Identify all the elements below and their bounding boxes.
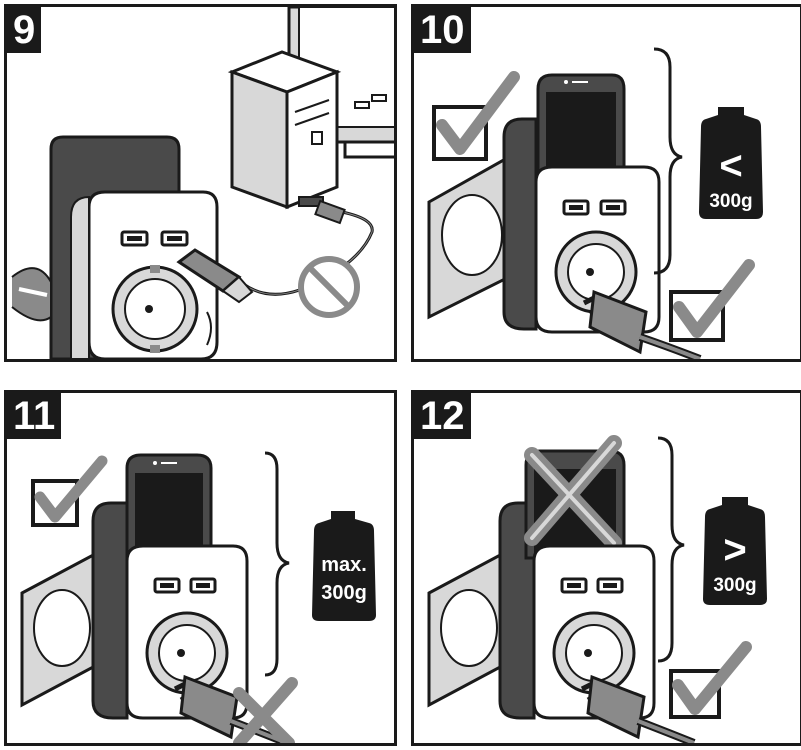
step-10-panel: 10 (411, 4, 801, 362)
computer-tower-illustration (232, 52, 337, 207)
weight-symbol: < (719, 144, 742, 188)
check-box-icon (434, 77, 514, 159)
step-11-panel: 11 (4, 390, 397, 746)
curly-brace (658, 438, 684, 661)
prohibited-icon (301, 259, 357, 315)
usb-adapter-illustration (71, 192, 217, 359)
smartphone-illustration (127, 455, 211, 558)
usb-not-for-computer-illustration (7, 7, 394, 359)
weight-icon: max. 300g (312, 511, 376, 621)
phone-over-300g-illustration: > 300g (414, 393, 800, 743)
weight-symbol: > (723, 528, 746, 572)
check-box-icon (33, 461, 102, 525)
weight-line2: 300g (321, 582, 367, 604)
step-12-panel: 12 (411, 390, 801, 746)
wall-socket-illustration (22, 553, 97, 705)
phone-under-300g-illustration: < 300g (414, 7, 800, 359)
wall-socket-illustration (429, 157, 509, 317)
check-box-icon (671, 647, 746, 717)
weight-value: 300g (709, 191, 752, 212)
weight-icon: < 300g (699, 107, 763, 219)
wall-socket-illustration (429, 553, 504, 705)
step-9-panel: 9 (4, 4, 397, 362)
weight-value: 300g (713, 575, 756, 596)
weight-line1: max. (321, 554, 367, 576)
weight-icon: > 300g (703, 497, 767, 605)
check-box-icon (671, 265, 749, 340)
curly-brace (265, 453, 289, 675)
phone-max-300g-illustration: max. 300g (7, 393, 394, 743)
